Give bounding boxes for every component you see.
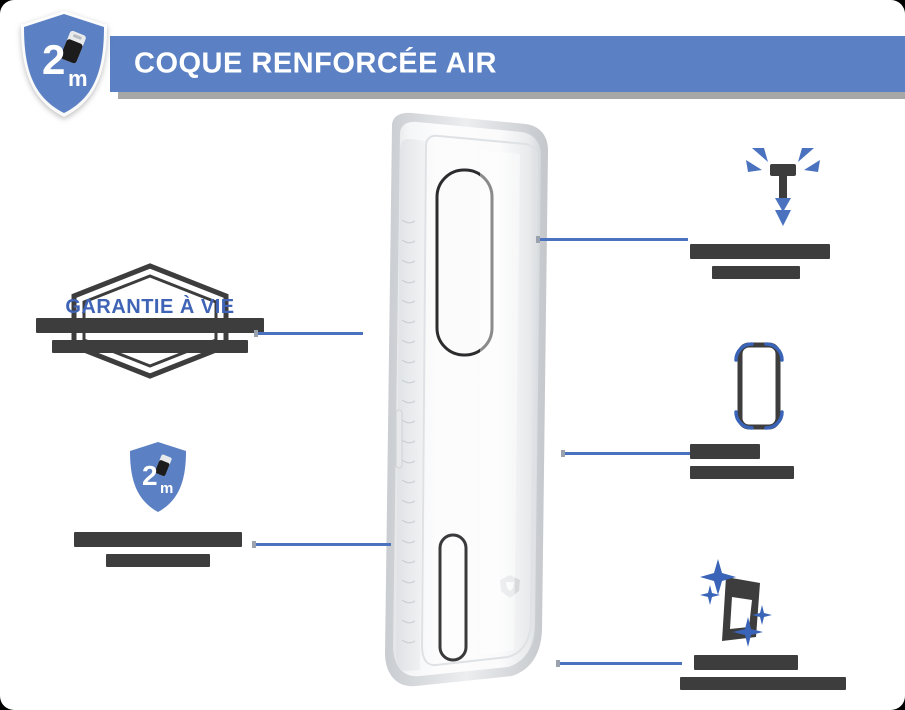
connector-cap-warranty xyxy=(254,330,258,337)
warranty-badge-text: GARANTIE À VIE xyxy=(65,296,235,318)
connector-line-drop xyxy=(256,543,391,546)
connector-line-antiyellow xyxy=(560,662,682,665)
feature-caption xyxy=(68,532,248,574)
drop-value: 2 xyxy=(142,460,158,491)
sensor-cutout xyxy=(438,533,468,662)
caption-line-redacted xyxy=(712,266,800,279)
phone-reinforced-corners-icon xyxy=(730,340,788,437)
connector-cap-drop xyxy=(252,541,256,548)
feature-caption xyxy=(690,244,865,286)
page-title: COQUE RENFORCÉE AIR xyxy=(134,47,497,80)
connector-cap-shock xyxy=(536,236,540,243)
feature-lifetime-warranty: GARANTIE À VIE xyxy=(30,262,270,380)
caption-line-redacted xyxy=(106,554,210,567)
title-banner: COQUE RENFORCÉE AIR xyxy=(110,36,905,92)
warranty-badge-icon: GARANTIE À VIE xyxy=(30,262,270,380)
caption-line-redacted xyxy=(690,244,830,259)
shield-drop-icon: 2 m xyxy=(127,440,189,521)
connector-cap-corner xyxy=(561,450,565,457)
connector-line-corner xyxy=(565,452,690,455)
feature-caption xyxy=(690,444,865,486)
connector-line-warranty xyxy=(258,332,363,335)
camera-cutout xyxy=(435,168,494,357)
feature-caption xyxy=(680,655,880,697)
header: COQUE RENFORCÉE AIR 2 m xyxy=(0,0,905,120)
connector-line-shock xyxy=(540,238,688,241)
brand-logo xyxy=(500,575,520,598)
drop-rating-shield-badge: 2 m xyxy=(16,8,112,120)
caption-line-redacted xyxy=(36,318,264,333)
caption-line-redacted xyxy=(690,444,760,459)
caption-line-redacted xyxy=(690,466,794,479)
phone-sparkle-clarity-icon xyxy=(700,555,782,652)
connector-cap-antiyellow xyxy=(556,660,560,667)
product-image-phone-case xyxy=(330,110,595,695)
caption-line-redacted xyxy=(74,532,242,547)
drop-unit: m xyxy=(160,480,173,497)
banner-shadow xyxy=(118,92,905,99)
caption-line-redacted xyxy=(694,655,798,670)
caption-line-redacted xyxy=(680,677,846,690)
shock-absorption-arrows-icon xyxy=(742,140,824,237)
feature-caption xyxy=(30,318,270,360)
caption-line-redacted xyxy=(52,340,248,353)
drop-height-value: 2 xyxy=(42,36,65,83)
drop-height-unit: m xyxy=(68,66,88,91)
